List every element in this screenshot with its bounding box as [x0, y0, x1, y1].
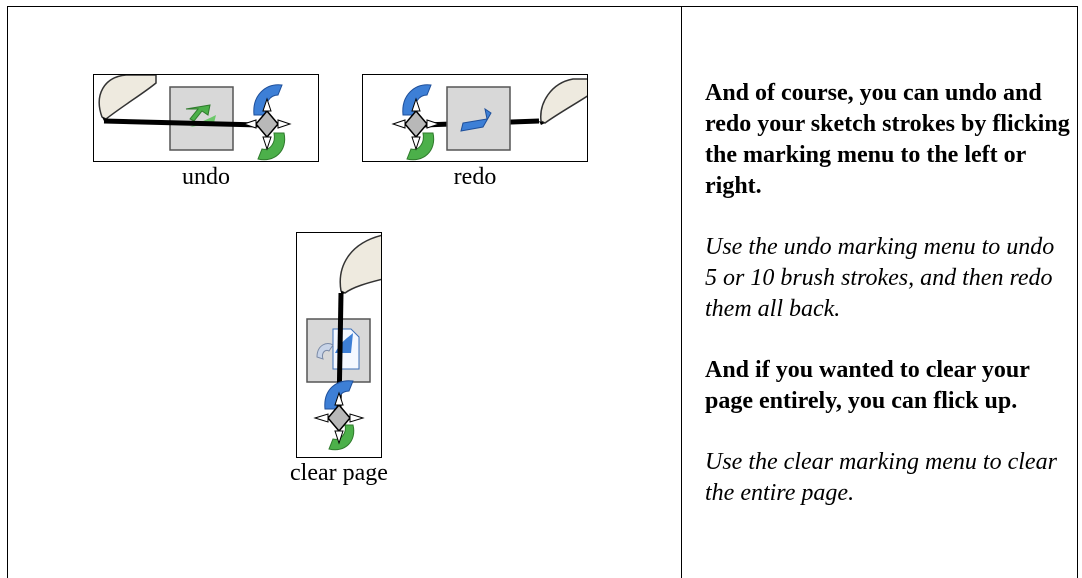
redo-caption: redo [453, 164, 497, 190]
marking-menu-center-icon [391, 97, 441, 151]
paragraph-undo-instruction: Use the undo marking menu to undo 5 or 1… [705, 234, 1055, 322]
undo-arrow-icon [169, 86, 234, 151]
clear-page-screenshot [296, 232, 382, 458]
undo-caption: undo [182, 164, 230, 190]
marking-menu-center-icon [402, 84, 435, 161]
redo-arrow-icon [446, 86, 511, 151]
redo-screenshot [362, 74, 588, 162]
marking-menu-center-icon [313, 380, 365, 451]
paragraph-clear: And if you wanted to clear your page ent… [705, 357, 1030, 414]
marking-menu-center-icon [242, 84, 292, 161]
undo-marking-menu [98, 75, 292, 161]
redo-marking-menu [391, 78, 587, 161]
pen-icon [539, 78, 587, 125]
clear-marking-menu [306, 234, 381, 451]
column-divider [681, 6, 682, 578]
sketch-stroke [103, 118, 263, 128]
undo-screenshot [93, 74, 319, 162]
paragraph-clear-instruction: Use the clear marking menu to clear the … [705, 449, 1057, 506]
pen-icon [339, 234, 381, 295]
page-frame [7, 6, 1078, 578]
pen-icon [98, 75, 157, 121]
instructions-text: And of course, you can undo and redo you… [705, 78, 1070, 539]
clear-page-caption: clear page [290, 460, 388, 486]
paragraph-undo-redo: And of course, you can undo and redo you… [705, 80, 1070, 199]
